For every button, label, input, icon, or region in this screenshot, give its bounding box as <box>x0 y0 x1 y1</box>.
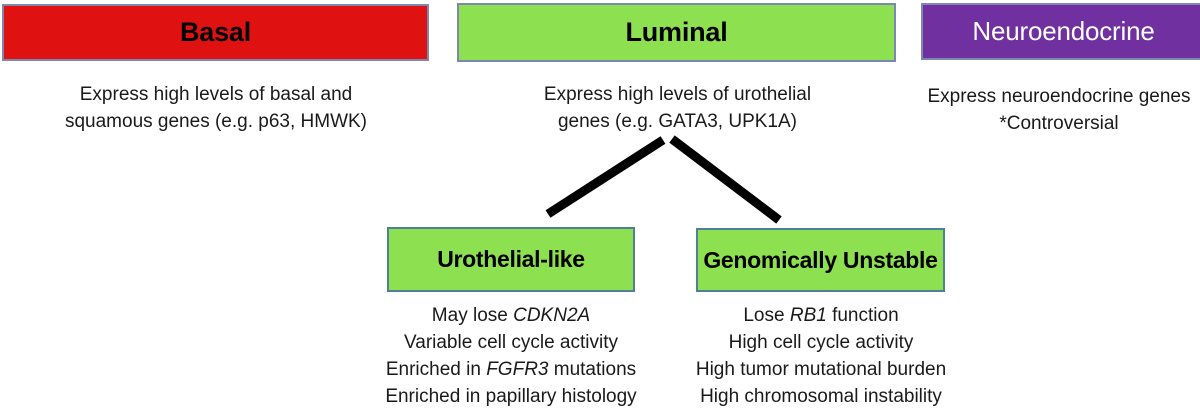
description-line: squamous genes (e.g. p63, HMWK) <box>64 111 368 132</box>
basal-box-title: Basal <box>179 17 252 47</box>
urothelial-like-box-title: Urothelial-like <box>437 246 585 272</box>
description-line: *Controversial <box>999 113 1119 134</box>
basal-box: Basal <box>2 4 429 61</box>
description-line: High chromosomal instability <box>700 386 942 407</box>
neuroendocrine-box-title: Neuroendocrine <box>972 16 1155 46</box>
description-line: Variable cell cycle activity <box>403 332 618 353</box>
urothelial-like-box: Urothelial-like <box>387 227 635 292</box>
description-line: High tumor mutational burden <box>695 359 947 380</box>
luminal-box-title: Luminal <box>625 17 728 47</box>
description-line: Express high levels of urothelial <box>543 84 812 105</box>
genomically-unstable-box-title: Genomically Unstable <box>703 246 938 273</box>
basal-description: Express high levels of basal and squamous… <box>0 81 432 135</box>
neuroendocrine-box: Neuroendocrine <box>921 3 1200 60</box>
branch-line-right <box>669 135 782 224</box>
description-line: Express high levels of basal and <box>79 84 353 105</box>
branch-line-left <box>545 136 666 218</box>
description-line: genes (e.g. GATA3, UPK1A) <box>557 111 797 132</box>
urothelial-like-description: May lose CDKN2A Variable cell cycle activ… <box>357 302 665 410</box>
description-line: Lose RB1 function <box>743 305 899 326</box>
luminal-description: Express high levels of urothelial genes (… <box>455 81 900 135</box>
neuroendocrine-description: Express neuroendocrine genes *Controversi… <box>905 83 1200 137</box>
luminal-box: Luminal <box>457 3 896 62</box>
description-line: Enriched in papillary histology <box>385 386 637 407</box>
description-line: Express neuroendocrine genes <box>927 86 1191 107</box>
description-line: High cell cycle activity <box>728 332 914 353</box>
description-line: May lose CDKN2A <box>431 305 591 326</box>
description-line: Enriched in FGFR3 mutations <box>385 359 637 380</box>
genomically-unstable-box: Genomically Unstable <box>696 228 945 292</box>
